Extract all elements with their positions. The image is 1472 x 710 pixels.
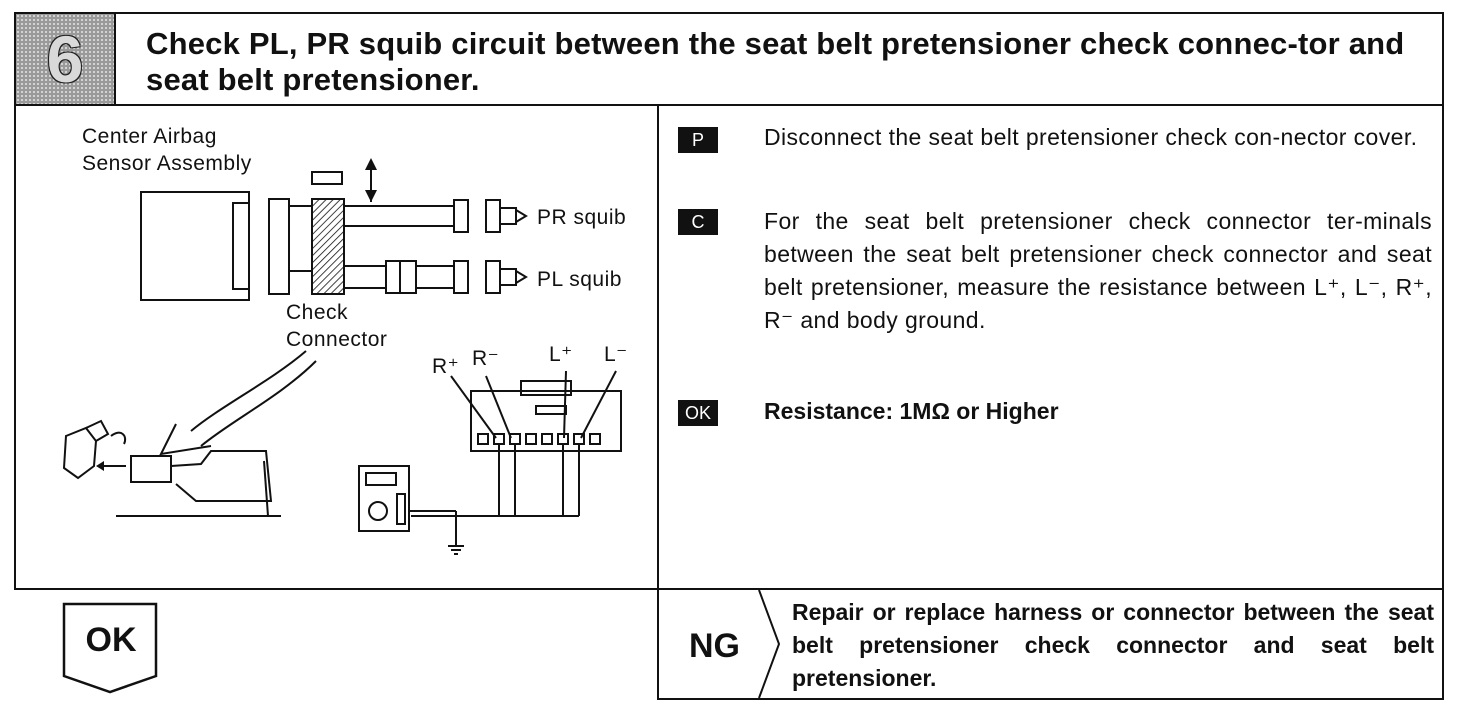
terminal-block bbox=[470, 390, 622, 452]
location-arrow-head bbox=[159, 423, 212, 456]
leader-l-minus bbox=[580, 370, 617, 439]
instructions-panel: P Disconnect the seat belt pretensioner … bbox=[661, 106, 1442, 588]
location-arrow-shaft-2 bbox=[200, 360, 317, 447]
step-header: 6 Check PL, PR squib circuit between the… bbox=[14, 12, 1444, 106]
terminal-label-l-plus: L⁺ bbox=[549, 343, 573, 366]
location-arrow-shaft bbox=[190, 350, 307, 432]
terminal-label-r-plus: R⁺ bbox=[432, 355, 460, 378]
console-edge bbox=[263, 460, 269, 517]
terminal-label-r-minus: R⁻ bbox=[472, 347, 500, 370]
circuit-diagram: Center Airbag Sensor Assembly PR squib P… bbox=[16, 106, 659, 588]
pr-squib-symbol bbox=[500, 207, 528, 225]
step-number-box: 6 bbox=[16, 14, 116, 104]
check-connector-plate bbox=[268, 198, 290, 295]
main-panel: Center Airbag Sensor Assembly PR squib P… bbox=[14, 104, 1444, 590]
ok-label: OK bbox=[85, 621, 137, 659]
pl-squib-label: PL squib bbox=[537, 268, 622, 291]
check-connector bbox=[311, 198, 345, 295]
ng-chevron bbox=[758, 590, 781, 698]
terminal-block-top bbox=[520, 380, 572, 396]
cover-arrow-up bbox=[365, 158, 377, 170]
pr-connector-a bbox=[453, 199, 469, 233]
center-airbag-label-line2: Sensor Assembly bbox=[82, 152, 252, 175]
connector-cover bbox=[311, 171, 343, 185]
step-badge-c: C bbox=[678, 209, 718, 235]
sensor-connector bbox=[232, 202, 250, 290]
ohmmeter-jacks bbox=[396, 493, 406, 525]
pl-squib-symbol bbox=[500, 268, 528, 286]
ng-result-box: NG Repair or replace harness or connecto… bbox=[657, 588, 1444, 700]
pl-inline-connector-b bbox=[399, 260, 417, 294]
center-airbag-label-line1: Center Airbag bbox=[82, 125, 217, 148]
step-badge-p: P bbox=[678, 127, 718, 153]
circuit-diagram-drawing bbox=[62, 158, 622, 555]
check-connector-label-line2: Connector bbox=[286, 328, 388, 351]
seat-buckle-sketch-2 bbox=[85, 419, 110, 442]
ohmmeter-display bbox=[365, 472, 397, 486]
leader-l-plus bbox=[563, 370, 567, 439]
ok-arrow-box bbox=[62, 602, 158, 694]
ng-label: NG bbox=[689, 627, 740, 665]
pl-connector-b bbox=[485, 260, 501, 294]
console-sketch bbox=[170, 450, 273, 502]
leader-r-plus bbox=[450, 375, 497, 439]
connector-plug-sketch bbox=[130, 455, 172, 483]
pr-squib-label: PR squib bbox=[537, 206, 627, 229]
step-badge-ok: OK bbox=[678, 400, 718, 426]
terminal-block-detail bbox=[535, 405, 567, 415]
check-connector-label-line1: Check bbox=[286, 301, 349, 324]
step-text-c: For the seat belt pretensioner check con… bbox=[764, 208, 1432, 333]
pr-connector-b bbox=[485, 199, 501, 233]
cover-arrow-down bbox=[365, 190, 377, 202]
buckle-move-arrow bbox=[110, 431, 127, 445]
ohmmeter-dial bbox=[368, 501, 388, 521]
seat-buckle-sketch bbox=[62, 426, 98, 480]
resistance-spec: Resistance: 1MΩ or Higher bbox=[764, 398, 1059, 424]
step-text-p: Disconnect the seat belt pretensioner ch… bbox=[764, 124, 1418, 150]
connector-pull-arrow-head bbox=[96, 461, 104, 471]
ohmmeter bbox=[358, 465, 410, 532]
step-number: 6 bbox=[46, 22, 84, 96]
pl-connector-a bbox=[453, 260, 469, 294]
ng-repair-text: Repair or replace harness or connector b… bbox=[792, 599, 1434, 691]
pl-inline-connector-a bbox=[385, 260, 401, 294]
step-title: Check PL, PR squib circuit between the s… bbox=[146, 26, 1405, 97]
leader-r-minus bbox=[485, 375, 512, 439]
terminal-label-l-minus: L⁻ bbox=[604, 343, 628, 366]
